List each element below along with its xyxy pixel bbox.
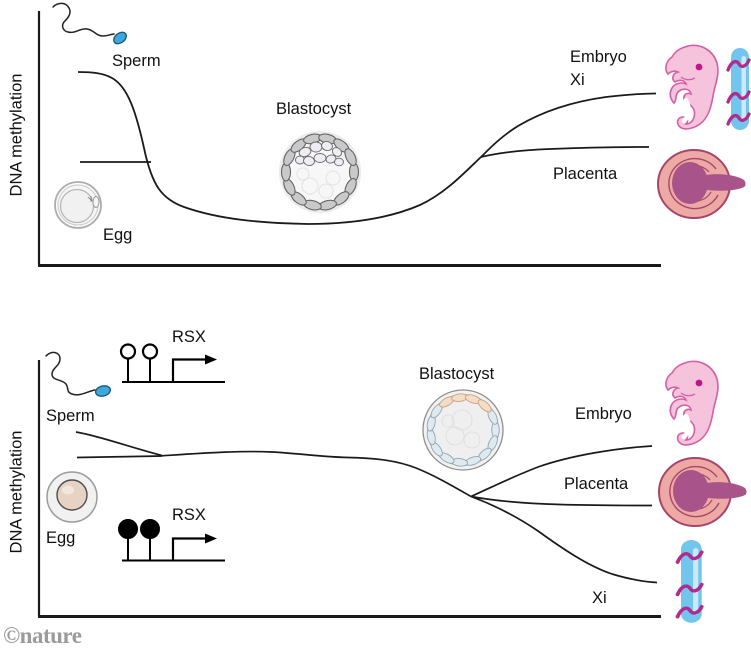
top-xi-label: Xi — [570, 71, 585, 89]
bottom-xi-branch — [470, 495, 658, 584]
egg-sperm-entry-mark — [87, 196, 93, 202]
blastocyst-icon — [422, 389, 504, 471]
methylated-cpg-lollipop-icon — [118, 519, 225, 562]
bottom-y-axis-label: DNA methylation — [7, 430, 26, 554]
top-embryo-xi-branch — [480, 92, 657, 158]
bottom-placenta-label: Placenta — [564, 475, 629, 493]
top-embryo-label: Embryo — [570, 48, 627, 66]
top-egg-label: Egg — [103, 226, 133, 244]
embryo-icon — [666, 361, 718, 445]
rsx-gene-label-sperm: RSX — [172, 328, 206, 346]
bottom-embryo-label: Embryo — [575, 405, 632, 423]
placenta-icon — [657, 149, 747, 219]
sperm-head-icon — [113, 31, 127, 45]
top-placenta-branch — [480, 146, 650, 158]
blastocyst-icon — [279, 131, 361, 213]
sperm-icon — [45, 351, 96, 396]
transcription-start-arrow-icon — [171, 354, 217, 382]
top-y-axis-label: DNA methylation — [7, 73, 26, 197]
sperm-icon — [52, 2, 115, 37]
xi-chromosome-icon — [726, 46, 751, 132]
transcription-start-arrow-icon — [171, 533, 217, 560]
nature-credit: ©nature — [3, 623, 82, 648]
rsx-gene-label-egg: RSX — [172, 506, 206, 524]
top-sperm-methylation-curve — [77, 71, 482, 225]
top-sperm-label: Sperm — [112, 52, 161, 70]
bottom-placenta-branch — [470, 495, 653, 507]
egg-cell — [59, 188, 95, 224]
top-blastocyst-label: Blastocyst — [276, 100, 352, 118]
bottom-embryo-branch — [470, 445, 653, 498]
inner-cell-mass — [295, 140, 344, 167]
bottom-sperm-label: Sperm — [46, 407, 95, 425]
egg-polar-body — [92, 196, 100, 208]
bottom-xi-label: Xi — [592, 589, 607, 607]
bottom-egg-label: Egg — [46, 529, 76, 547]
placenta-icon — [658, 457, 748, 527]
sperm-head-icon — [94, 385, 112, 397]
bottom-sperm-line — [75, 431, 163, 457]
egg-cell-highlight — [62, 485, 74, 495]
bottom-egg-line — [76, 455, 163, 459]
bottom-merged-curve — [161, 450, 472, 498]
egg-cell — [56, 479, 88, 511]
top-placenta-label: Placenta — [553, 165, 618, 183]
embryo-icon — [666, 45, 718, 129]
xi-chromosome-icon — [675, 538, 704, 625]
bottom-blastocyst-label: Blastocyst — [419, 365, 495, 383]
